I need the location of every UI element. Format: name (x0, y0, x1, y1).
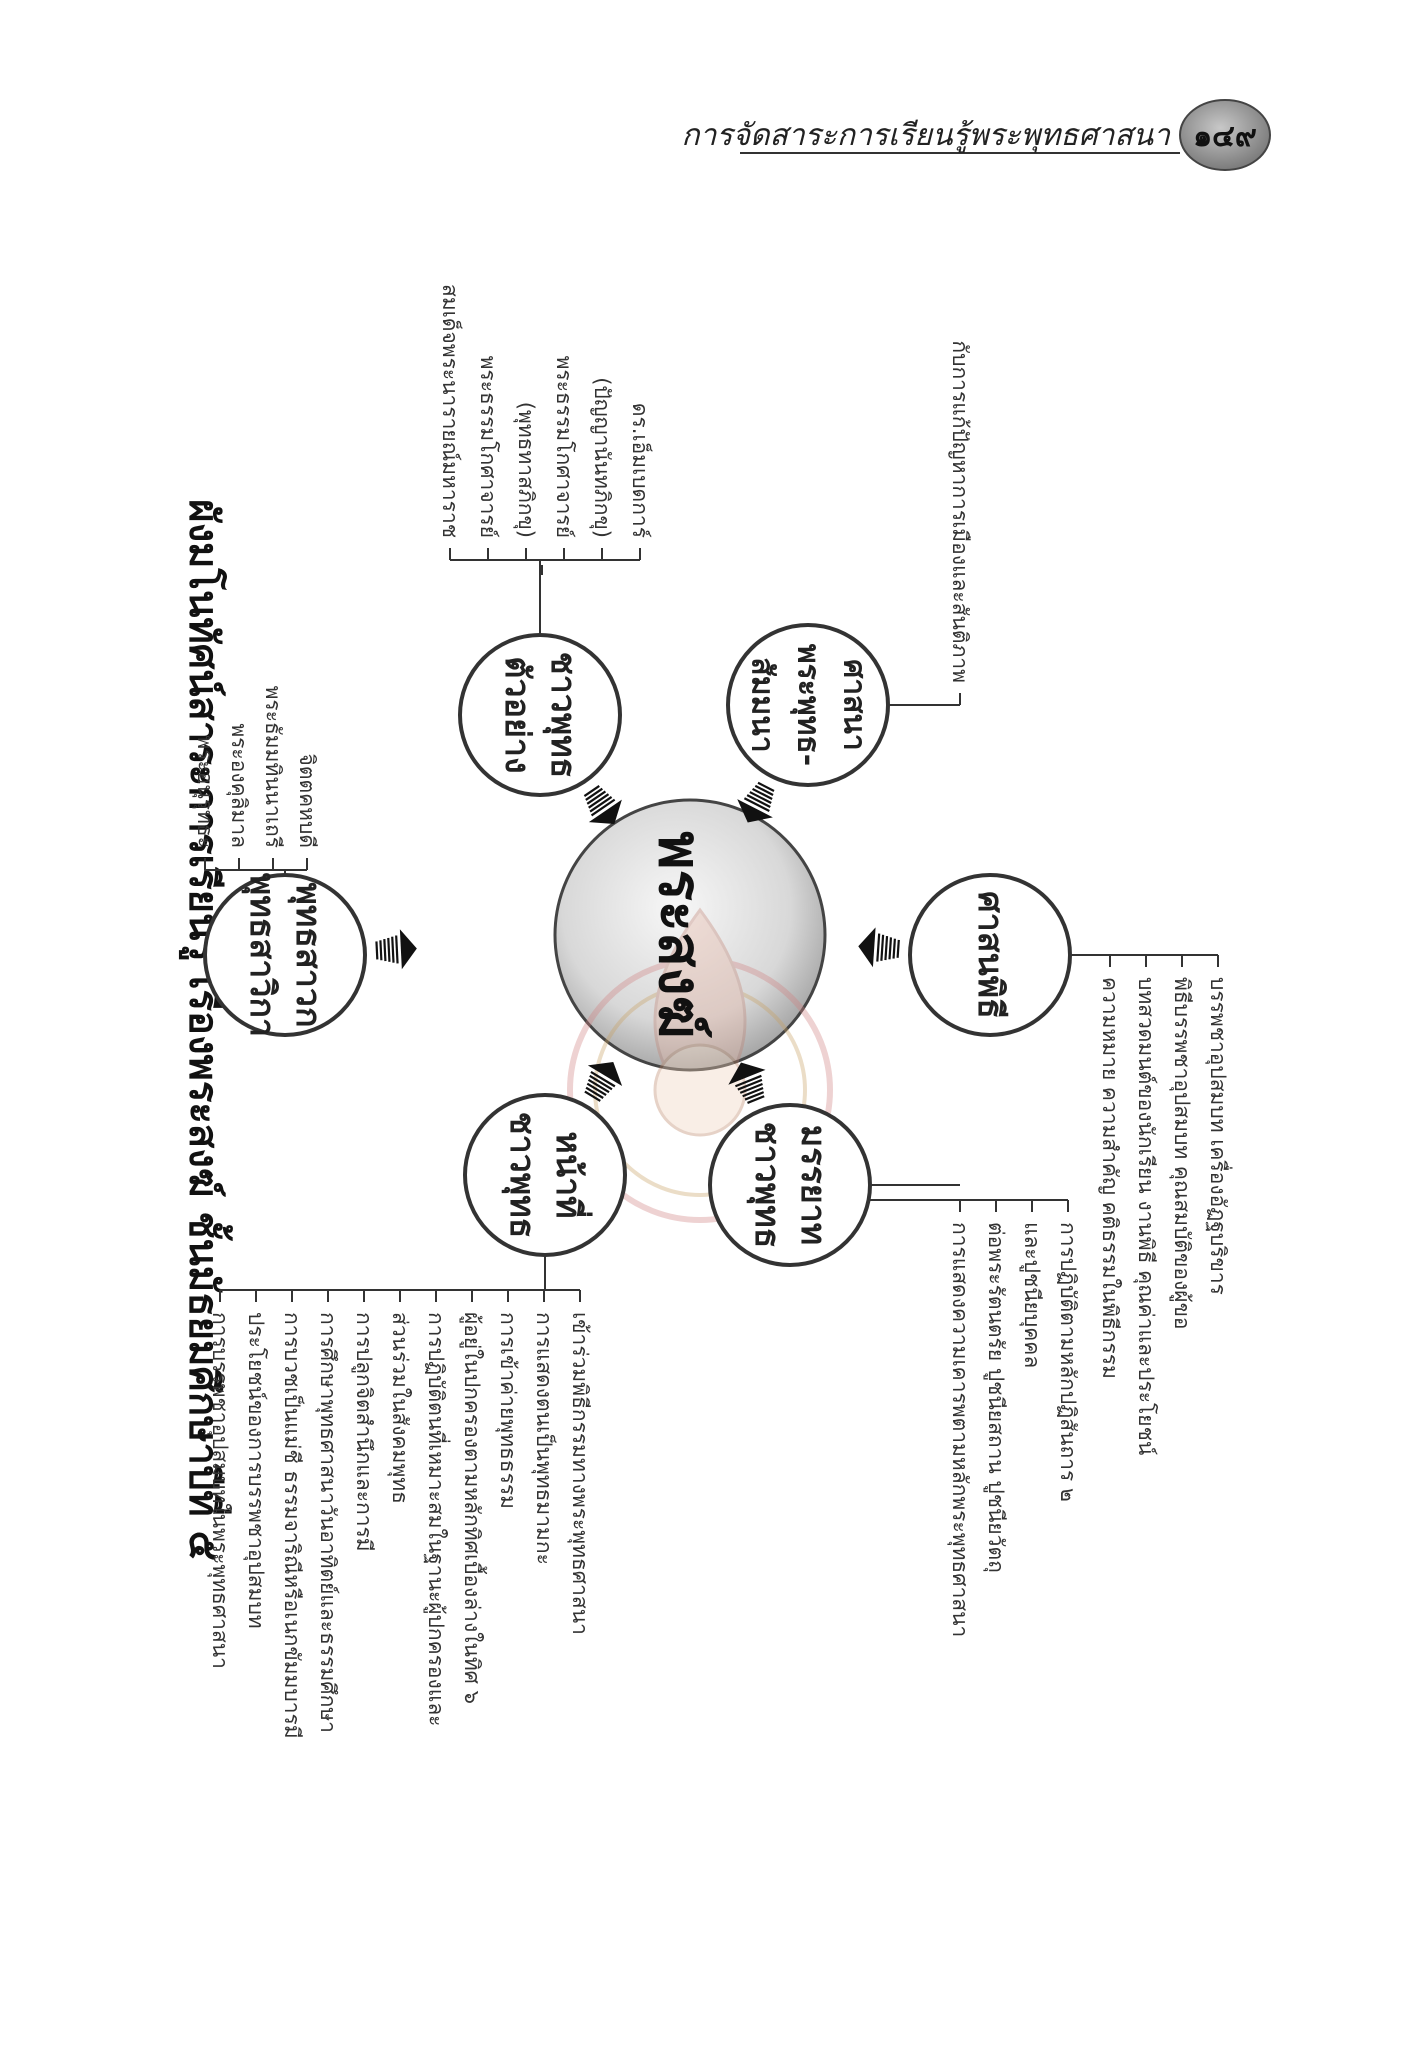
item-list-duties: การบรรพชาอุปสมบทในพระพุทธศาสนา ประโยชน์ขอ… (207, 1255, 592, 1739)
list-item: การบรรพชาอุปสมบทในพระพุทธศาสนา (207, 1312, 232, 1669)
branch-nodes: ชาวพุทธตัวอย่างพุทธสาวกพุทธสาวิกาหน้าที่… (203, 623, 1072, 1267)
list-item: พระธรรมโกศาจารย์ (552, 356, 576, 538)
branch-label-line: มรรยาท (793, 1125, 833, 1245)
center-label: พระสงฆ์ (646, 831, 714, 1038)
list-item: พระอนุรุทธะ (192, 735, 217, 848)
page-number-badge (1179, 99, 1271, 171)
list-item: การปฏิบัติตามหลักปฏิสันถาร ๒ (1056, 1222, 1080, 1502)
branch-label-line: หน้าที่ (548, 1131, 593, 1218)
list-item: (ปัญญานันทภิกขุ) (589, 377, 614, 538)
running-title: การจัดสาระการเรียนรู้พระพุทธศาสนา (681, 118, 1171, 153)
branch-label-line: ศาสนา (837, 659, 872, 751)
list-item: พระองคุลิมาล (226, 723, 251, 848)
branch-label-line: ศาสนพิธี (970, 891, 1010, 1019)
list-item: ประโยชน์ของการบรรพชาอุปสมบท (243, 1312, 268, 1629)
item-list-society: กับการแก้ปัญหาการเมืองและสันติภาพ (888, 340, 972, 706)
arrow-bars-icon (855, 925, 901, 970)
list-item: สมเด็จพระนารายณ์มหาราช (438, 284, 464, 538)
list-item: บรรพชาอุปสมบท เครื่องอัฏฐบริขาร (1205, 977, 1233, 1295)
arrow-bars-icon (374, 927, 419, 972)
list-item: จิตตคหบดี (295, 754, 319, 848)
list-item: และปูชนียบุคคล (1019, 1222, 1044, 1368)
branch-node-ceremony: ศาสนพิธี (908, 873, 1072, 1037)
list-item: กับการแก้ปัญหาการเมืองและสันติภาพ (948, 340, 972, 683)
branch-item-lists: สมเด็จพระนารายณ์มหาราช พระธรรมโกศาจารย์ (พ… (192, 284, 1233, 1739)
item-list-ceremony: ความหมาย ความสำคัญ คติธรรมในพิธีกรรม บทสว… (1070, 954, 1233, 1455)
branch-circle (708, 1103, 872, 1267)
list-item: การบวชเป็นแม่ชี ธรรมจาริณีหรือเนกขัมมบาร… (280, 1312, 306, 1739)
list-item: พระธัมมทินนาเถรี (261, 686, 285, 848)
list-item: (พุทธทาสภิกขุ) (513, 402, 538, 538)
list-item: ส่วนร่วมในสังคมพุทธ (387, 1312, 412, 1504)
branch-node-society: ศาสนา พระพุทธ- สัมมนา (726, 623, 890, 787)
list-item: การปฏิบัติตนที่เหมาะสมในฐานะผู้ปกครองและ (423, 1312, 451, 1726)
branch-node-model: ชาวพุทธตัวอย่าง (458, 633, 622, 797)
branch-node-duties: หน้าที่ชาวพุทธ (463, 1093, 627, 1257)
branch-label-line: ชาวพุทธ (746, 1122, 787, 1249)
branch-label-line: พุทธสาวก (287, 882, 328, 1027)
list-item: ผู้อยู่ในปกครองตามหลักทิศเบื้องล่างในทิศ… (459, 1312, 487, 1704)
list-item: การแสดงความเคารพตามหลักพระพุทธศาสนา (947, 1222, 972, 1637)
branch-label-line: ชาวพุทธ (542, 652, 583, 779)
branch-label-line: สัมมนา (745, 657, 780, 752)
branch-label-line: พระพุทธ- (790, 644, 826, 766)
arrow-bars-icon (574, 1050, 632, 1108)
branch-label-line: ชาวพุทธ (501, 1112, 542, 1239)
list-item: พระธรรมโกศาจารย์ (476, 356, 500, 538)
page-number: ๑๔๙ (1193, 119, 1257, 154)
list-item: การศึกษาพุทธศาสนาวันอาทิตย์และธรรมศึกษา (315, 1312, 340, 1733)
branch-circle (203, 873, 367, 1037)
branch-label-line: ตัวอย่าง (497, 656, 537, 773)
list-item: เข้าร่วมพิธีกรรมทางพระพุทธศาสนา (567, 1312, 592, 1635)
list-item: การปลูกจิตสำนึกและการมี (351, 1312, 376, 1552)
diagram-title: ผังมโนทัศน์สาระการเรียนรู้ เรื่องพระสงฆ์… (179, 499, 233, 1561)
branch-label-line: พุทธสาวิกา (241, 873, 282, 1037)
item-list-model: สมเด็จพระนารายณ์มหาราช พระธรรมโกศาจารย์ (พ… (438, 284, 654, 635)
list-item: การเข้าค่ายพุทธธรรม (495, 1312, 520, 1509)
item-list-disciples: พระอนุรุทธะ พระองคุลิมาล พระธัมมทินนาเถรี จ… (192, 686, 319, 875)
branch-circle (463, 1093, 627, 1257)
center-node: พระสงฆ์ (553, 798, 833, 1223)
list-item: ดร.เอ็มเบดการ์ (628, 403, 654, 538)
list-item: การแสดงตนเป็นพุทธมามกะ (531, 1312, 558, 1565)
list-item: ต่อพระรัตนตรัย ปูชนียสถาน ปูชนียวัตถุ (983, 1222, 1008, 1573)
list-item: บทสวดมนต์ของนักเรียน งานพิธี คุณค่าและปร… (1133, 977, 1158, 1455)
item-list-etiquette: การแสดงความเคารพตามหลักพระพุทธศาสนา ต่อพร… (870, 1184, 1080, 1637)
branch-circle (458, 633, 622, 797)
list-item: พิธีบรรพชาอุปสมบท คุณสมบัติของผู้ขอ (1169, 977, 1194, 1330)
running-header: การจัดสาระการเรียนรู้พระพุทธศาสนา ๑๔๙ (681, 99, 1271, 171)
list-item: ความหมาย ความสำคัญ คติธรรมในพิธีกรรม (1098, 977, 1122, 1379)
